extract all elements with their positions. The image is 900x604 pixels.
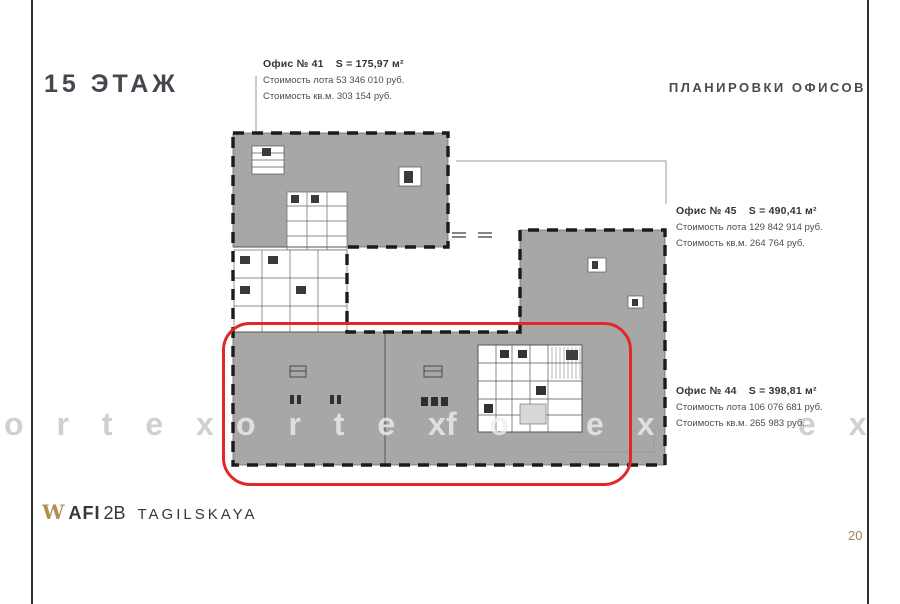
plan-shaft-top [398, 166, 422, 187]
office-44-area: S = 398,81 м² [748, 385, 817, 397]
office-41-note: Офис № 41 S = 175,97 м² Стоимость лота 5… [263, 58, 404, 102]
highlight-red-box [222, 322, 632, 486]
plan-vent-marks [452, 232, 492, 238]
office-45-name: Офис № 45 [676, 205, 737, 217]
office-44-note: Офис № 44 S = 398,81 м² Стоимость лота 1… [676, 385, 823, 429]
leader-line-office-44 [568, 430, 655, 453]
right-border-line [867, 0, 869, 604]
office-45-title: Офис № 45 S = 490,41 м² [676, 205, 823, 217]
brand-suffix: 2B [103, 503, 126, 523]
plan-room-topleft [251, 145, 285, 175]
page-title: 15 ЭТАЖ [44, 70, 179, 98]
plan-stair-hatch [551, 347, 581, 379]
office-44-sqm-price: Стоимость кв.м. 265 983 руб. [676, 418, 805, 429]
plan-outline [231, 131, 667, 467]
office-41-lot-price: Стоимость лота 53 346 010 руб. [263, 75, 405, 86]
footer-brand: W AFI 2B TAGILSKAYA [42, 500, 258, 524]
plan-core-left [233, 249, 348, 333]
plan-core-bottom [477, 344, 583, 433]
office-45-note: Офис № 45 S = 490,41 м² Стоимость лота 1… [676, 205, 823, 249]
leader-line-office-45 [456, 160, 667, 204]
office-44-name: Офис № 44 [676, 385, 737, 397]
office-44-lot-price: Стоимость лота 106 076 681 руб. [676, 402, 823, 413]
office-44-title: Офис № 44 S = 398,81 м² [676, 385, 823, 397]
plan-furniture-marks [289, 365, 448, 406]
left-border-line [31, 0, 33, 604]
office-45-sqm-price: Стоимость кв.м. 264 764 руб. [676, 238, 805, 249]
brand-name: AFI [68, 503, 101, 523]
office-45-area: S = 490,41 м² [748, 205, 817, 217]
page-number: 20 [848, 528, 863, 543]
office-41-title: Офис № 41 S = 175,97 м² [263, 58, 404, 70]
office-41-name: Офис № 41 [263, 58, 324, 70]
office-45-lot-price: Стоимость лота 129 842 914 руб. [676, 222, 823, 233]
plan-right-notches [587, 257, 644, 309]
brand-logo-icon: W [42, 500, 65, 524]
brand-location: TAGILSKAYA [137, 506, 258, 523]
office-41-area: S = 175,97 м² [335, 58, 404, 70]
section-subtitle: ПЛАНИРОВКИ ОФИСОВ [668, 80, 866, 95]
office-41-sqm-price: Стоимость кв.м. 303 154 руб. [263, 91, 392, 102]
plan-core-upper [286, 191, 348, 251]
